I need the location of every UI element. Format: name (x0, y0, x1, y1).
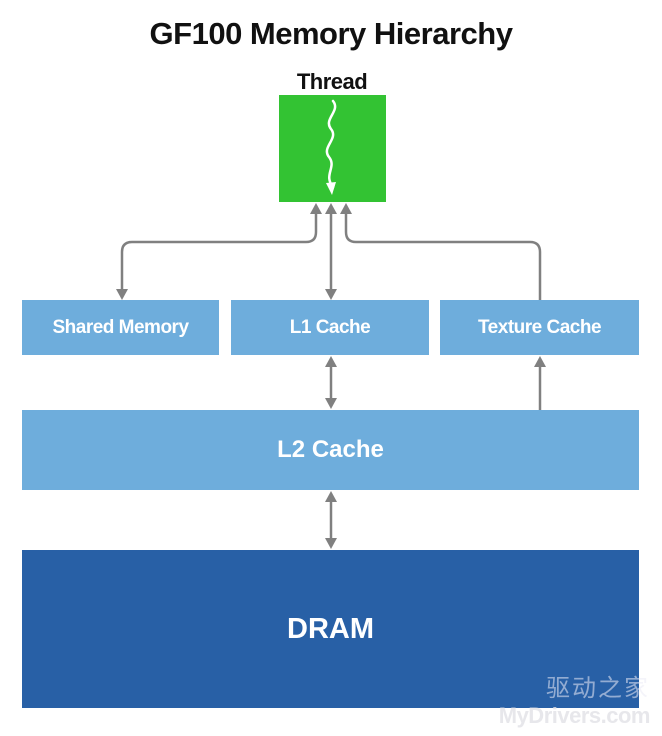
dram-box: DRAM (22, 550, 639, 708)
arrowhead-up (325, 203, 337, 214)
texture-cache-label: Texture Cache (477, 316, 602, 338)
l1-cache-label: L1 Cache (289, 316, 371, 338)
watermark-chinese: 驱动之家 (546, 674, 650, 702)
watermark-english: MyDrivers.com (498, 703, 651, 728)
arrow-texture-thread (344, 212, 542, 300)
arrow-thread-shared-memory (120, 212, 318, 292)
thread-squiggle-icon (325, 99, 337, 195)
l2-cache-label: L2 Cache (277, 436, 384, 463)
shared-memory-box: Shared Memory (22, 300, 219, 355)
arrowhead-up (325, 491, 337, 502)
arrowhead-down (325, 289, 337, 300)
arrowhead-up (325, 356, 337, 367)
dram-label: DRAM (287, 612, 374, 645)
texture-cache-box: Texture Cache (440, 300, 639, 355)
arrowhead-down (116, 289, 128, 300)
thread-label: Thread (296, 69, 368, 94)
diagram-title: GF100 Memory Hierarchy (149, 16, 513, 51)
shared-memory-label: Shared Memory (52, 316, 189, 338)
watermark: 驱动之家 MyDrivers.com (498, 668, 651, 729)
arrowhead-up (340, 203, 352, 214)
arrowhead-up (310, 203, 322, 214)
arrowhead-down (325, 538, 337, 549)
thread-box (279, 95, 386, 202)
l2-cache-box: L2 Cache (22, 410, 639, 490)
arrowhead-down (325, 398, 337, 409)
l1-cache-box: L1 Cache (231, 300, 429, 355)
arrowhead-up (534, 356, 546, 367)
